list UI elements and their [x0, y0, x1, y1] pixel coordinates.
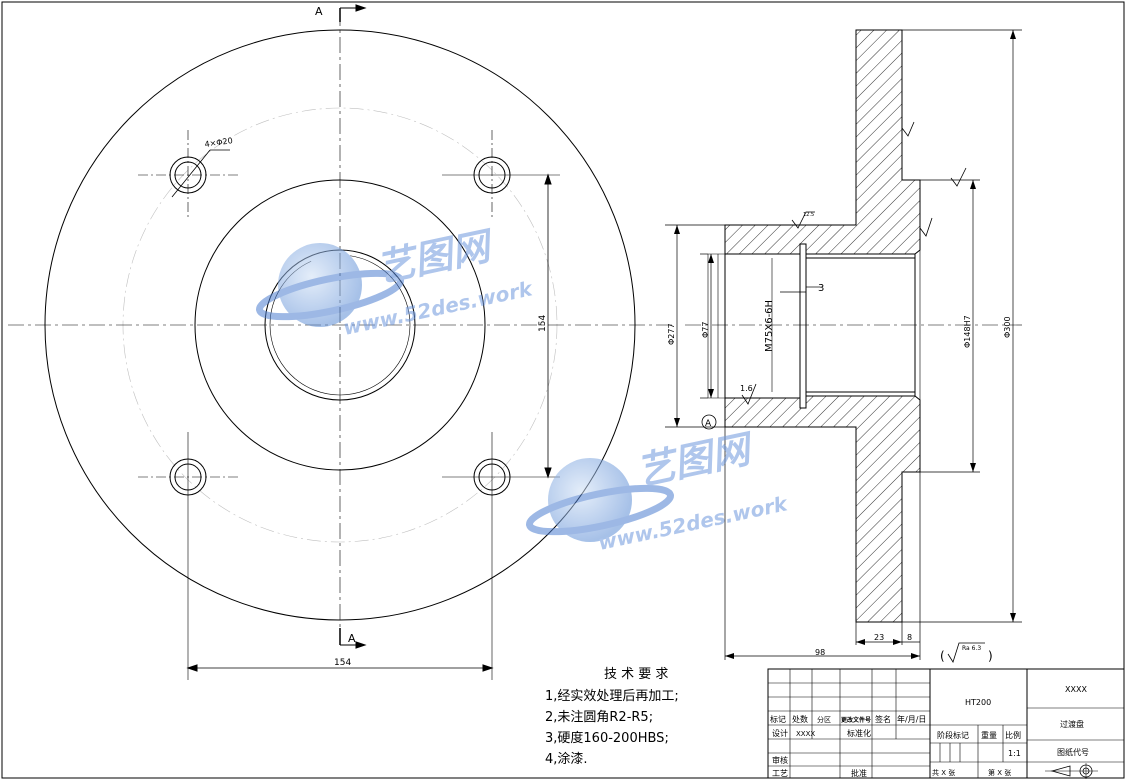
bolt-hole-tl: [138, 130, 238, 220]
section-top-half: [724, 29, 921, 255]
tech-req-item-1: 1,经实效处理后再加工;: [545, 689, 679, 704]
dim-d77: Φ77: [701, 322, 710, 338]
title-block: [767, 668, 1125, 779]
watermark-url-1: www.52des.work: [341, 276, 536, 340]
stage-mark: 阶段标记: [937, 730, 969, 740]
dim-98: 98: [815, 648, 825, 657]
review: 审核: [772, 755, 788, 765]
sheet-no: 第 X 张: [988, 768, 1011, 777]
watermark-brand-1: 艺图网: [373, 223, 499, 291]
thread-spec: M75X6-6H: [764, 300, 775, 352]
total-sheets: 共 X 张: [932, 768, 955, 777]
tech-req-item-3: 3,硬度160-200HBS;: [545, 730, 669, 746]
scale-value: 1:1: [1008, 749, 1021, 758]
dim-3: 3: [818, 283, 824, 294]
designer-value: XXXX: [796, 730, 815, 738]
process: 工艺: [772, 769, 788, 778]
dim-d300: Φ300: [1003, 316, 1012, 338]
bolt-hole-br: [442, 432, 560, 680]
roughness-1-6: 1.6: [740, 384, 753, 393]
code-top: XXXX: [1065, 685, 1087, 694]
watermark-brand-2: 艺图网: [633, 426, 759, 494]
dim-d148h7: Φ148H7: [963, 315, 972, 348]
drawing-code-label: 图纸代号: [1057, 747, 1089, 757]
datum-a: A: [705, 419, 712, 429]
section-label-bottom: A: [348, 632, 356, 645]
tech-req-title: 技 术 要 求: [604, 667, 668, 682]
tech-req-item-4: 4,涂漆.: [545, 751, 588, 767]
col-change-doc: 更改文件号: [841, 716, 871, 724]
dim-23: 23: [874, 633, 884, 642]
standardize: 标准化: [847, 728, 871, 738]
section-view: [665, 29, 1022, 663]
material: HT200: [965, 698, 991, 707]
col-zone: 分区: [817, 715, 831, 724]
col-mark: 标记: [770, 714, 786, 724]
section-label-top: A: [315, 5, 323, 18]
dim-d277: Φ277: [667, 323, 676, 345]
hole-note: 4×Φ20: [204, 136, 233, 149]
paren-open: (: [940, 649, 945, 663]
roughness-top: 12.5: [803, 212, 814, 218]
bolt-hole-bl: [138, 432, 238, 680]
front-view: [8, 4, 672, 680]
approve: 批准: [851, 768, 867, 778]
tech-req-item-2: 2,未注圆角R2-R5;: [545, 710, 653, 725]
weight-label: 重量: [981, 730, 997, 740]
col-date: 年/月/日: [897, 714, 926, 724]
designer: 设计: [772, 728, 788, 738]
watermark-2: 艺图网 www.52des.work: [525, 426, 791, 555]
dim-154-horizontal: 154: [334, 658, 351, 668]
scale-label: 比例: [1005, 730, 1021, 740]
watermark-1: 艺图网 www.52des.work: [255, 223, 536, 340]
col-sign: 签名: [875, 714, 891, 724]
part-name: 过渡盘: [1060, 719, 1084, 729]
col-count: 处数: [792, 714, 808, 724]
paren-close: ): [988, 649, 993, 663]
bolt-hole-tr: [442, 130, 560, 220]
dim-8: 8: [907, 633, 912, 642]
dim-154-vertical: 154: [538, 315, 548, 332]
roughness-general: Ra 6.3: [962, 645, 981, 652]
